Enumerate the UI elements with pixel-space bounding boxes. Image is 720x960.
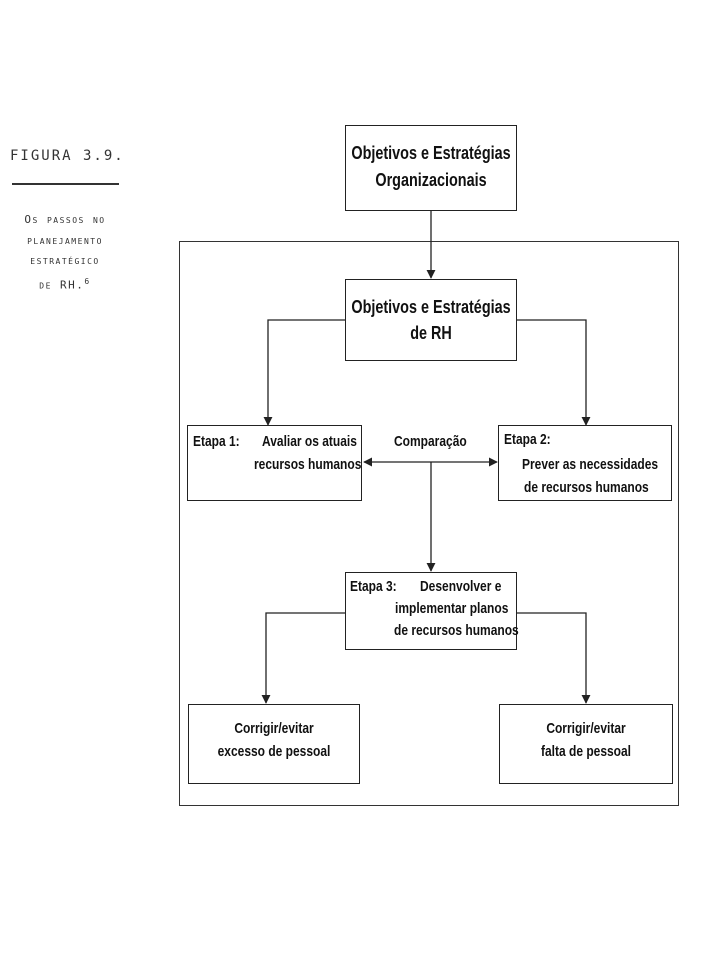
step3-line-1: Desenvolver e [420, 578, 502, 595]
step1-line-2: recursos humanos [254, 456, 362, 473]
step3-label: Etapa 3: [350, 578, 397, 595]
step3-line-2: implementar planos [395, 600, 509, 617]
org-objectives-box [345, 125, 517, 211]
org-objectives-line-2: Organizacionais [375, 170, 487, 190]
outcome-shortage-line-1: Corrigir/evitar [546, 720, 626, 737]
org-objectives-line-1: Objetivos e Estratégias [351, 143, 511, 163]
hr-objectives-box [345, 279, 517, 361]
hr-objectives-line-1: Objetivos e Estratégias [351, 297, 511, 317]
caption-line-3: estratégico [30, 254, 100, 267]
outcome-shortage-box [499, 704, 673, 784]
hr-planning-frame [179, 241, 679, 806]
caption-line-2: planejamento [27, 233, 103, 247]
figure-number: FIGURA 3.9. [10, 148, 125, 164]
step1-line-1: Avaliar os atuais [262, 433, 357, 450]
step2-line-1: Prever as necessidades [522, 456, 659, 473]
outcome-shortage-line-2: falta de pessoal [540, 743, 632, 760]
step1-label: Etapa 1: [193, 433, 240, 450]
step3-line-3: de recursos humanos [394, 622, 519, 639]
figure-description: Os passos no planejamento estratégico de… [0, 210, 130, 296]
step3-box [345, 572, 517, 650]
caption-line-1: Os passos no [24, 213, 106, 226]
step2-box [498, 425, 672, 501]
comparison-label: Comparação [394, 433, 467, 450]
outcome-excess-line-1: Corrigir/evitar [234, 720, 314, 737]
caption-line-4-text: de RH. [39, 278, 85, 292]
outcome-excess-line-2: excesso de pessoal [217, 743, 331, 760]
caption-divider [12, 183, 119, 185]
outcome-excess-box [188, 704, 360, 784]
step2-line-2: de recursos humanos [524, 479, 649, 496]
caption-footnote-ref: 6 [84, 276, 91, 286]
step2-label: Etapa 2: [504, 431, 551, 448]
hr-objectives-line-2: de RH [410, 323, 452, 343]
step1-box [187, 425, 362, 501]
caption-line-4: de RH.6 [0, 272, 130, 296]
